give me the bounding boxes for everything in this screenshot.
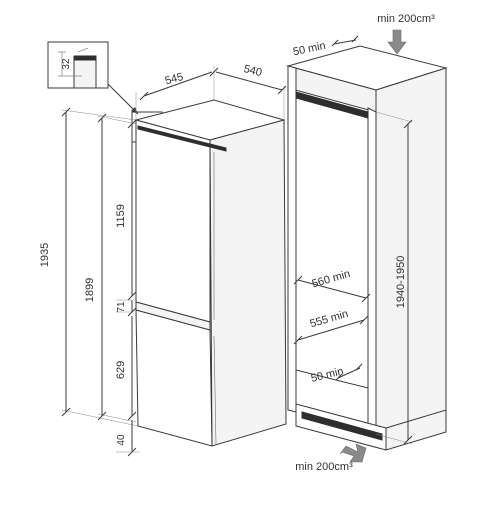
bottom-vent-label: min 200cm³ (295, 461, 353, 473)
niche-cabinet (286, 45, 448, 451)
fridge-body (134, 99, 287, 447)
fridge-height-dim: 1899 (84, 113, 137, 423)
niche-height-dim: 1940-1950 (375, 111, 413, 445)
top-vent-label: min 200cm³ (377, 13, 435, 25)
hinge-detail-inset: 32 (47, 41, 109, 89)
fridge-depth-label: 540 (242, 63, 263, 79)
fridge-height-label: 1899 (84, 278, 96, 302)
door-gap-label: 71 (116, 301, 127, 313)
niche-height-label: 1940-1950 (395, 256, 407, 309)
niche-top-gap-label: 50 min (292, 40, 327, 59)
feet-height-label: 40 (116, 434, 127, 446)
lower-door-label: 629 (115, 361, 127, 379)
niche-rear-gap-dim: 50 min (310, 363, 363, 385)
fridge-top-dimensions: 545 540 (135, 63, 287, 120)
fridge-total-height-label: 1935 (39, 243, 51, 267)
top-vent-arrow: min 200cm³ (377, 13, 435, 55)
detail-dim-label: 32 (61, 58, 72, 70)
fridge-width-label: 545 (164, 71, 185, 87)
upper-door-label: 1159 (115, 204, 127, 228)
bottom-vent-arrow: min 200cm³ (295, 443, 367, 473)
fridge-door-dims: 1159 71 629 40 (115, 119, 140, 457)
fridge-total-height-dim: 1935 (39, 107, 139, 427)
